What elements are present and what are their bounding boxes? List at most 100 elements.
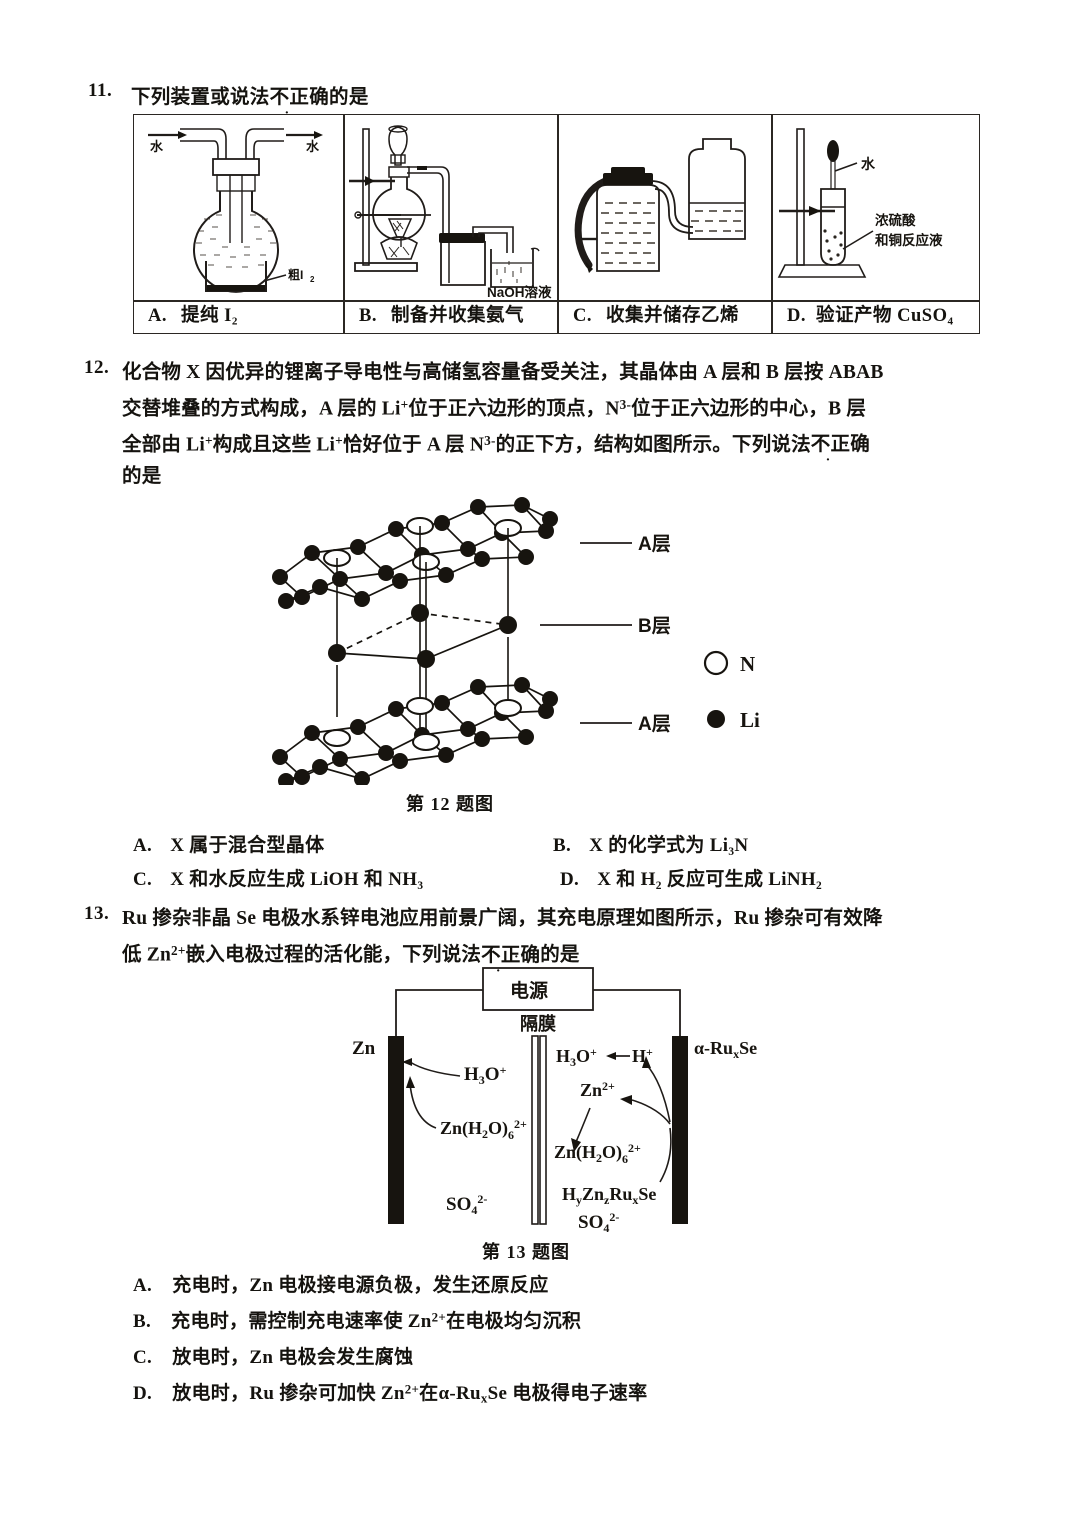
question-11-number: 11. <box>88 80 113 101</box>
q13-option-D-sup: 2+ <box>404 1381 420 1397</box>
q13-option-D: D. 放电时，Ru 掺杂可加快 Zn2+在α-RuxSe 电极得电子速率 <box>133 1378 647 1407</box>
label-water: 水 <box>861 156 876 172</box>
q13-l2-b: 嵌入电极过程的活化能，下列说法 <box>185 944 482 966</box>
q12-l2-sup1: + <box>400 396 409 412</box>
caption-text-B: 制备并收集氨气 <box>390 306 524 326</box>
q12-l3-sup1: + <box>205 432 213 448</box>
q12-l3-a: 全部由 Li <box>122 434 205 456</box>
q13-l2-c: 的是 <box>540 944 580 966</box>
caption-text-A: 提纯 I₂ <box>181 306 238 326</box>
label-water-left: 水 <box>150 139 164 154</box>
label-separator: 隔膜 <box>520 1013 556 1034</box>
label-layer-a-bottom: A层 <box>638 713 671 735</box>
label-water-right: 水 <box>306 139 320 154</box>
table-caption-B: B. 制备并收集氨气 <box>345 299 557 333</box>
figure-13-caption: 第 13 题图 <box>482 1242 570 1262</box>
question-12-stem: 化合物 X 因优异的锂离子导电性与高储氢容量备受关注，其晶体由 A 层和 B 层… <box>122 357 992 492</box>
figure-12-caption: 第 12 题图 <box>406 794 494 814</box>
label-electrode-zn: Zn <box>352 1038 376 1059</box>
q11-stem-before: 下列装置或说法 <box>131 87 270 108</box>
q12-option-B: B. X 的化学式为 Li₃N <box>553 830 748 857</box>
q12-option-C-key: C. <box>133 869 153 890</box>
figure-zinc-battery-cell: 电源 隔膜 Zn α-RuxSe H3O+ Zn(H2O)62+ SO42- <box>340 962 770 1242</box>
label-right-zinc-aqua: Zn(H2O)62+ <box>554 1141 641 1166</box>
svg-text:粗I: 粗I <box>288 267 303 282</box>
q13-option-B: B. 充电时，需控制充电速率使 Zn2+在电极均匀沉积 <box>133 1306 581 1333</box>
label-right-intercalate: HyZnzRuxSe <box>562 1184 656 1207</box>
q11-stem-emphasis: 不正确 <box>270 87 329 108</box>
electrode-zn <box>388 1036 404 1224</box>
label-reagent-line2: 和铜反应液 <box>875 232 943 248</box>
caption-letter-D: D. <box>787 306 806 326</box>
q13-line-2: 低 Zn2+嵌入电极过程的活化能，下列说法不正确的是 <box>122 935 994 972</box>
q12-l2-sup2: 3- <box>619 396 632 412</box>
q12-l3-d: 的正下方，结构如图所示。下列说法 <box>495 434 811 456</box>
question-11-stem: 下列装置或说法不正确的是 <box>131 80 369 109</box>
q12-option-C: C. X 和水反应生成 LiOH 和 NH₃ <box>133 864 423 891</box>
q12-option-D-text: X 和 H₂ 反应可生成 LiNH₂ <box>597 869 822 890</box>
q13-l2-sup: 2+ <box>171 943 186 958</box>
question-13-number: 13. <box>84 903 110 924</box>
q12-l3-sup2: + <box>335 432 343 448</box>
q12-line-2: 交替堆叠的方式构成，A 层的 Li+位于正六边形的顶点，N3-位于正六边形的中心… <box>122 389 992 425</box>
legend-label-li: Li <box>740 708 760 732</box>
label-right-sulfate: SO42- <box>578 1210 619 1235</box>
q12-l3-sup3: 3- <box>484 432 496 448</box>
electrode-ruxse <box>672 1036 688 1224</box>
caption-text-C: 收集并储存乙烯 <box>606 306 740 326</box>
q13-option-D-text-a: 放电时，Ru 掺杂可加快 Zn <box>172 1383 405 1404</box>
q12-line-3: 全部由 Li+构成且这些 Li+恰好位于 A 层 N3-的正下方，结构如图所示。… <box>122 425 992 461</box>
q13-option-A-key: A. <box>133 1275 153 1296</box>
q13-option-B-sup: 2+ <box>431 1309 447 1325</box>
q13-option-D-key: D. <box>133 1383 153 1404</box>
q13-l2-a: 低 Zn <box>122 944 172 966</box>
label-left-sulfate: SO42- <box>446 1192 487 1217</box>
label-layer-a-top: A层 <box>638 533 671 555</box>
figure-li3n-crystal-structure: A层 B层 A层 N Li <box>250 485 790 785</box>
q12-line-1: 化合物 X 因优异的锂离子导电性与高储氢容量备受关注，其晶体由 A 层和 B 层… <box>122 362 884 383</box>
table-caption-A: A. 提纯 I₂ <box>134 299 343 333</box>
label-layer-b: B层 <box>638 615 671 637</box>
table-caption-divider <box>134 300 979 302</box>
q12-option-D-key: D. <box>560 869 580 890</box>
q13-option-D-sub: x <box>480 1390 488 1406</box>
question-11-table: 粗I 2 水 水 A. 提纯 I₂ <box>133 114 980 334</box>
q12-option-B-text: X 的化学式为 Li₃N <box>589 835 749 856</box>
q12-l3-emphasis: 不正确 <box>811 434 870 455</box>
label-left-zinc-aqua: Zn(H2O)62+ <box>440 1117 527 1142</box>
q13-option-B-key: B. <box>133 1311 152 1332</box>
caption-text-D: 验证产物 CuSO₄ <box>816 306 954 326</box>
q12-l2-a: 交替堆叠的方式构成，A 层的 Li <box>122 398 401 420</box>
question-13-stem: Ru 掺杂非晶 Se 电极水系锌电池应用前景广阔，其充电原理如图所示，Ru 掺杂… <box>122 903 994 972</box>
label-left-hydronium: H3O+ <box>464 1063 507 1087</box>
label-right-zinc-ion: Zn2+ <box>580 1079 615 1100</box>
q13-option-A: A. 充电时，Zn 电极接电源负极，发生还原反应 <box>133 1270 549 1297</box>
legend-filled-circle-icon <box>707 710 725 728</box>
q12-option-C-text: X 和水反应生成 LiOH 和 NH₃ <box>170 869 424 890</box>
q12-l2-b: 位于正六边形的顶点，N <box>408 398 620 420</box>
figure-gas-collection-bottles <box>559 115 771 300</box>
q12-option-A-text: X 属于混合型晶体 <box>170 835 325 856</box>
q12-option-A-key: A. <box>133 835 153 856</box>
caption-letter-C: C. <box>573 306 592 326</box>
table-caption-D: D. 验证产物 CuSO₄ <box>773 299 979 333</box>
caption-letter-B: B. <box>359 306 377 326</box>
q13-option-D-text-b: 在α-Ru <box>419 1383 481 1404</box>
q13-option-B-text-b: 在电极均匀沉积 <box>446 1311 582 1332</box>
label-electrode-ruxse: α-RuxSe <box>694 1038 757 1061</box>
table-divider-1 <box>343 115 345 333</box>
q13-option-B-text-a: 充电时，需控制充电速率使 Zn <box>171 1311 432 1332</box>
q12-l3-b: 构成且这些 Li <box>212 434 336 456</box>
label-power-source: 电源 <box>510 979 548 1002</box>
q13-option-D-text-c: Se 电极得电子速率 <box>487 1383 648 1404</box>
table-divider-2 <box>557 115 559 333</box>
label-right-proton: H+ <box>632 1045 653 1066</box>
question-12-number: 12. <box>84 357 110 378</box>
q11-stem-after: 的是 <box>329 87 369 108</box>
q12-option-D: D. X 和 H₂ 反应可生成 LiNH₂ <box>560 864 822 891</box>
q13-option-C-key: C. <box>133 1347 153 1368</box>
figure-ammonia-generation-apparatus: NaOH溶液 <box>345 115 557 300</box>
label-right-hydronium: H3O+ <box>556 1045 597 1069</box>
q13-line-1: Ru 掺杂非晶 Se 电极水系锌电池应用前景广阔，其充电原理如图所示，Ru 掺杂… <box>122 908 883 929</box>
